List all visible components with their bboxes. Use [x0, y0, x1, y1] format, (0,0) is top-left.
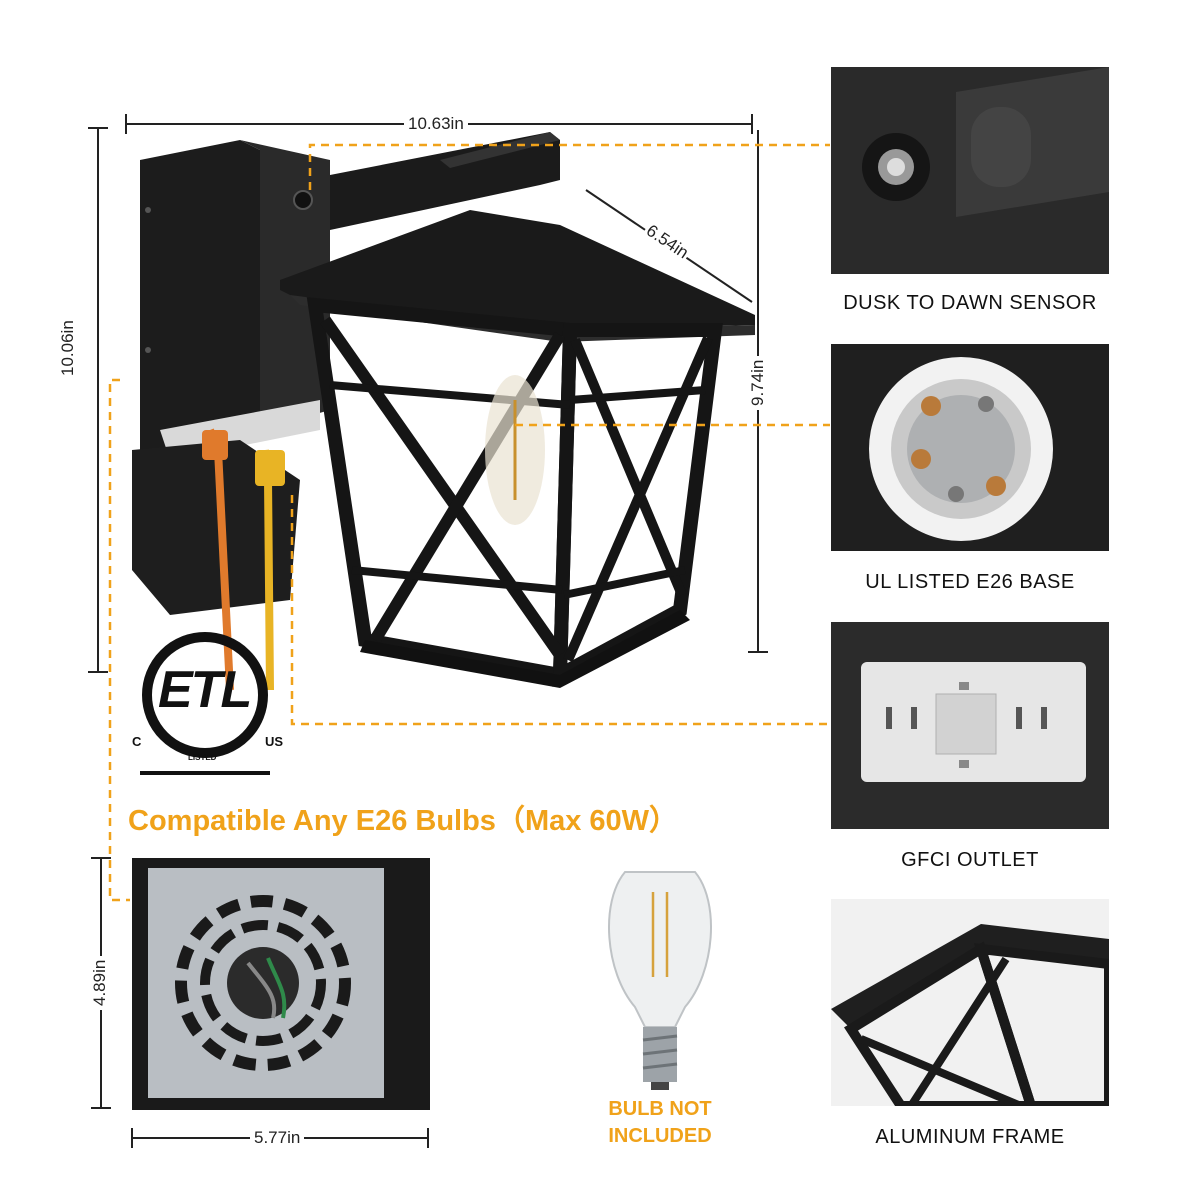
etl-letters: ETL	[158, 661, 252, 719]
feature-thumb-e26-base	[831, 344, 1109, 551]
bulb-note-line1: BULB NOT	[608, 1098, 712, 1120]
etl-c: C	[132, 734, 142, 749]
dim-height-lantern: 9.74in	[748, 355, 768, 410]
bulb-note-line2: INCLUDED	[608, 1125, 712, 1147]
bulb-illustration	[595, 862, 725, 1092]
etl-listed: LISTED	[188, 753, 217, 762]
lantern	[280, 210, 755, 688]
dim-height-left: 10.06in	[58, 316, 78, 380]
mounting-arm	[293, 132, 560, 230]
feature-label-gfci-outlet: GFCI OUTLET	[901, 849, 1039, 871]
compat-text: Compatible Any E26 Bulbs（Max 60W）	[128, 805, 679, 837]
etl-us: US	[265, 734, 284, 749]
feature-label-sensor: DUSK TO DAWN SENSOR	[843, 292, 1097, 314]
feature-label-e26-base: UL LISTED E26 BASE	[865, 571, 1075, 593]
etl-listed-logo: ETL C US LISTED	[130, 630, 284, 780]
dim-box-height: 4.89in	[90, 955, 110, 1010]
dim-width-top: 10.63in	[404, 114, 468, 134]
feature-thumb-aluminum-frame	[831, 899, 1109, 1106]
fixture-illustration	[90, 100, 790, 820]
dim-box-width: 5.77in	[250, 1128, 305, 1148]
junction-box-illustration	[132, 858, 430, 1110]
feature-thumb-gfci-outlet	[831, 622, 1109, 829]
feature-thumb-sensor	[831, 67, 1109, 274]
feature-label-aluminum-frame: ALUMINUM FRAME	[875, 1126, 1065, 1148]
power-cords	[202, 428, 285, 691]
